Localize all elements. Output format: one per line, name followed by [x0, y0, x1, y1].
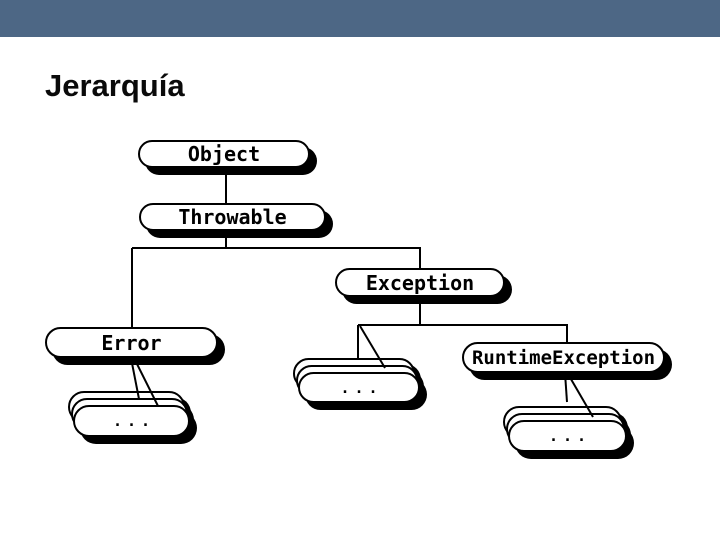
node-object: Object [138, 140, 310, 168]
stack-front-pill: ... [73, 405, 190, 437]
node-throwable: Throwable [139, 203, 326, 231]
node-exception-subclasses: ... [293, 358, 420, 403]
slide-title: Jerarquía [45, 68, 185, 103]
node-exception: Exception [335, 268, 505, 297]
node-error-subclasses: ... [68, 391, 190, 437]
stack-front-pill: ... [298, 372, 420, 403]
node-runtime-subclasses: ... [503, 406, 627, 452]
node-runtime-exception: RuntimeException [462, 342, 665, 373]
header-bar [0, 0, 720, 37]
node-error: Error [45, 327, 218, 358]
stack-front-pill: ... [508, 420, 627, 452]
hierarchy-diagram: Object Throwable Exception Error Runtime… [38, 130, 693, 475]
